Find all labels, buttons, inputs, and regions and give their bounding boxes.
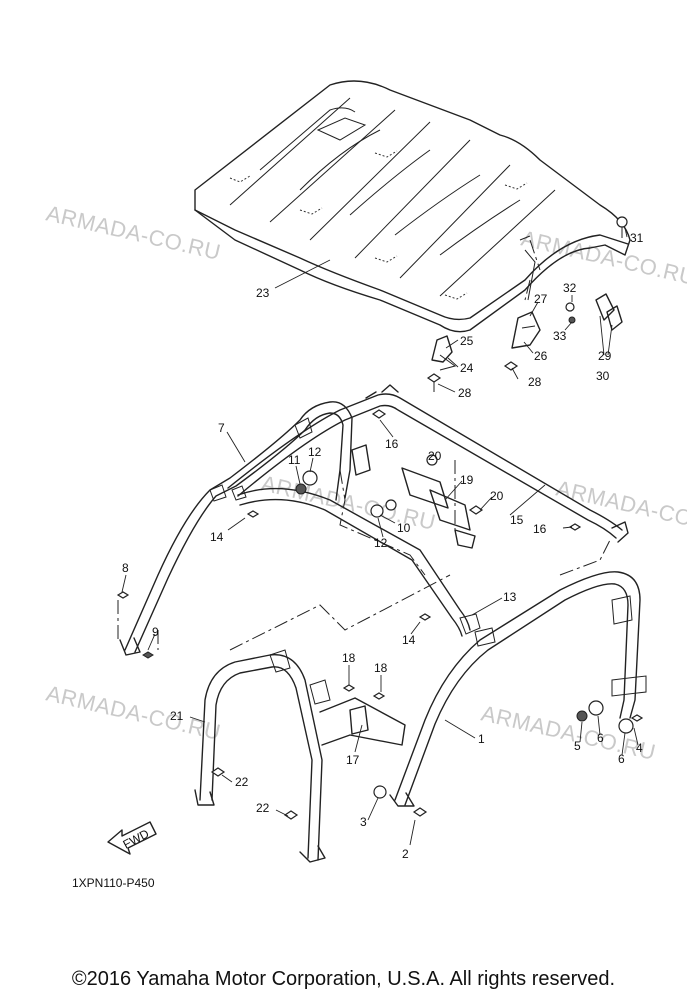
part-label: 18 [342,651,356,665]
front-roll-bar [194,649,406,863]
part-label: 15 [510,513,524,527]
part-label: 20 [490,489,504,503]
watermark: ARMADA-CO.RU [519,226,687,290]
center-brackets [116,409,582,659]
part-label: 33 [553,329,567,343]
roof-bracket-left [426,335,457,392]
part-label: 1 [478,732,485,746]
roof-panel [194,80,631,333]
part-label: 28 [528,375,542,389]
part-label: 2 [402,847,409,861]
part-label: 3 [360,815,367,829]
part-label: 14 [210,530,224,544]
part-label: 16 [533,522,547,536]
left-roll-bar [119,401,353,656]
part-label: 31 [630,231,644,245]
part-label: 21 [170,709,184,723]
part-label: 6 [597,731,604,745]
part-label: 16 [385,437,399,451]
part-label: 14 [402,633,416,647]
part-label: 19 [460,473,474,487]
part-label: 22 [256,801,270,815]
part-label: 12 [308,445,322,459]
part-label: 32 [563,281,577,295]
part-label: 5 [574,739,581,753]
upper-frame [227,384,629,543]
part-labels: 1 2 3 4 5 6 6 7 8 9 10 11 12 12 13 14 14… [122,231,644,861]
fwd-label: FWD [121,826,152,851]
part-label: 23 [256,286,270,300]
copyright-notice: ©2016 Yamaha Motor Corporation, U.S.A. A… [71,968,616,990]
part-label: 20 [428,449,442,463]
part-label: 12 [374,536,388,550]
part-label: 17 [346,753,360,767]
front-cross-bar [237,487,481,637]
watermark: ARMADA-CO.RU [44,681,223,745]
roof-bracket-right [503,311,541,371]
part-label: 8 [122,561,129,575]
diagram-code: 1XPN110-P450 [72,876,155,890]
part-label: 18 [374,661,388,675]
part-label: 10 [397,521,411,535]
part-label: 9 [152,625,159,639]
part-label: 13 [503,590,517,604]
part-label: 27 [534,292,548,306]
part-label: 29 [598,349,612,363]
rear-roll-bar [373,571,647,817]
assembly-lines [117,239,611,651]
part-label: 25 [460,334,474,348]
part-label: 6 [618,752,625,766]
roof-clips [565,216,628,331]
part-label: 26 [534,349,548,363]
part-label: 28 [458,386,472,400]
watermark: ARMADA-CO.RU [479,701,658,765]
part-label: 11 [288,453,301,467]
fwd-arrow: FWD [107,821,157,855]
watermark: ARMADA-CO.RU [554,476,687,540]
part-label: 4 [636,741,643,755]
part-label: 30 [596,369,610,383]
part-label: 22 [235,775,249,789]
part-label: 24 [460,361,474,375]
part-label: 7 [218,421,225,435]
leader-lines [121,227,639,846]
